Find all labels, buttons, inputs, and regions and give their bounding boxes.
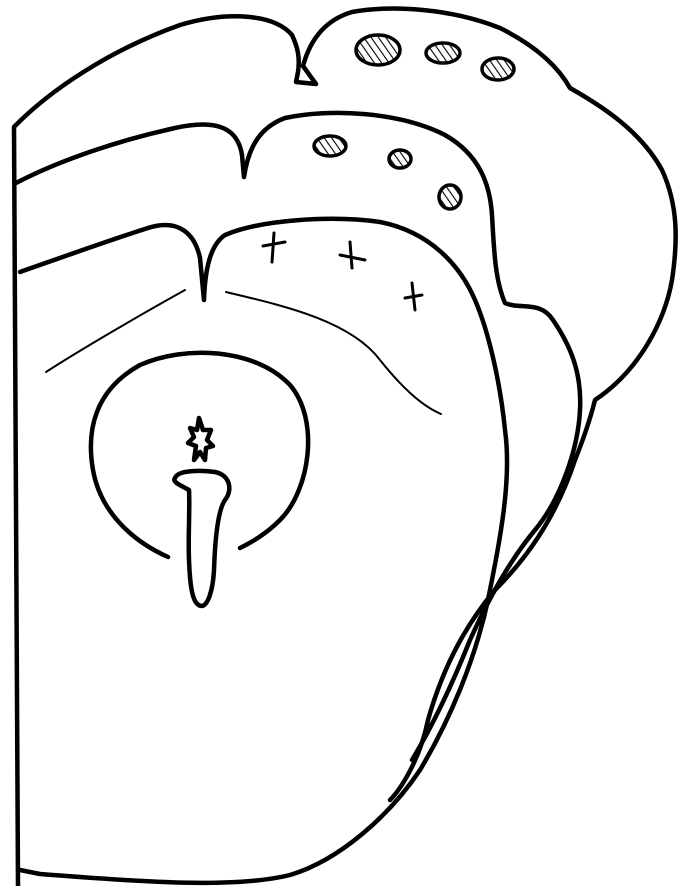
right-thin-curve — [226, 292, 441, 414]
hatched-ellipse-1 — [356, 35, 400, 65]
second-layer-outline — [16, 113, 580, 760]
central-canal — [174, 471, 229, 606]
left-thin-curve — [46, 290, 185, 372]
midline-nucleus — [188, 418, 213, 460]
cross-marker-3 — [405, 283, 422, 310]
hatched-ellipse-2 — [426, 43, 460, 63]
cross-marker-1 — [263, 233, 285, 262]
hatched-ellipse-5 — [389, 150, 411, 168]
hatched-ellipse-3 — [482, 58, 514, 80]
hatched-ellipse-4 — [314, 136, 346, 156]
hatched-ellipse-6 — [439, 185, 461, 209]
inner-body-outline — [20, 219, 507, 883]
cross-marker-2 — [340, 242, 365, 268]
